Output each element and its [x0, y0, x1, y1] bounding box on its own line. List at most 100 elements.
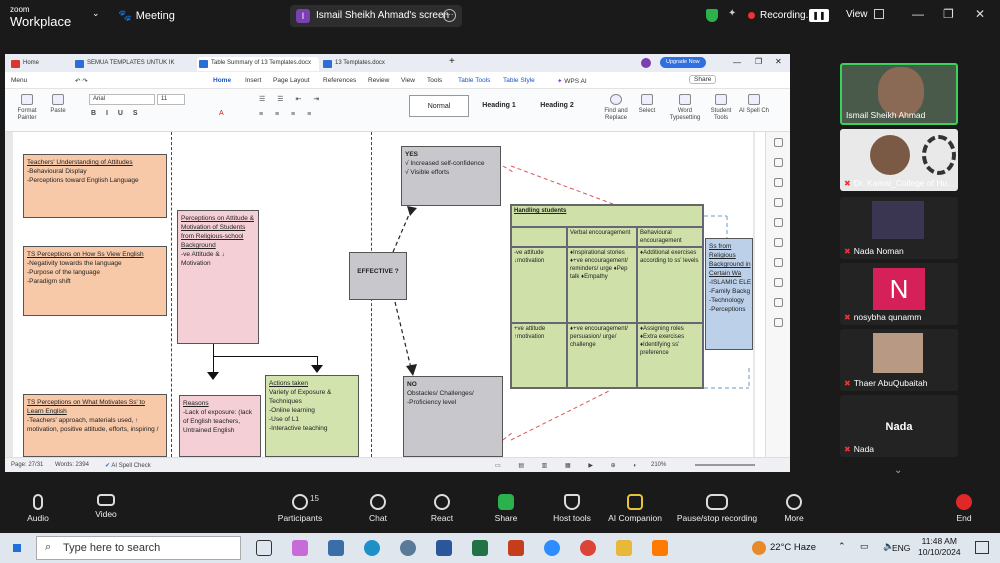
- language-indicator[interactable]: ENG: [892, 543, 911, 553]
- wps-app-icon[interactable]: [652, 540, 668, 556]
- end-meeting-button[interactable]: End: [946, 494, 982, 523]
- taskbar-search-input[interactable]: ⌕ Type here to search: [36, 536, 241, 560]
- menu-review[interactable]: Review: [368, 77, 390, 84]
- style-normal[interactable]: Normal: [409, 95, 469, 117]
- screen-share-indicator[interactable]: I Ismail Sheikh Ahmad's screen ···: [290, 5, 462, 27]
- edge-icon[interactable]: [364, 540, 380, 556]
- new-tab-icon[interactable]: +: [449, 56, 455, 67]
- zoom-level[interactable]: 210%: [651, 462, 667, 468]
- view-mode-icons[interactable]: ▭ ▤ ▥ ▦ ▶ ⊕ ◐: [495, 463, 645, 469]
- pause-recording-button[interactable]: Pause/stop recording: [672, 494, 762, 523]
- cursor-icon[interactable]: [774, 178, 783, 187]
- code-icon[interactable]: [774, 238, 783, 247]
- word-icon[interactable]: [436, 540, 452, 556]
- spell-check-status[interactable]: ✔ AI Spell Check: [105, 462, 151, 469]
- minimize-icon[interactable]: —: [912, 7, 924, 21]
- chrome-icon[interactable]: [580, 540, 596, 556]
- align-icons[interactable]: ≡ ≡ ≡ ≡: [259, 111, 317, 118]
- share-button[interactable]: Share: [689, 75, 717, 84]
- participant-tile[interactable]: ✖Thaer AbuQubaitah: [840, 329, 958, 391]
- powerpoint-icon[interactable]: [508, 540, 524, 556]
- document-area[interactable]: Teachers' Understanding of Attitudes -Be…: [5, 132, 755, 457]
- format-painter-button[interactable]: Format Painter: [11, 94, 43, 122]
- close-icon[interactable]: ✕: [975, 7, 986, 21]
- participant-tile[interactable]: Ismail Sheikh Ahmad: [840, 63, 958, 125]
- network-app-icon[interactable]: [400, 540, 416, 556]
- taskbar-clock[interactable]: 11:48 AM 10/10/2024: [918, 536, 961, 558]
- paste-button[interactable]: Paste: [45, 94, 71, 115]
- menu-page-layout[interactable]: Page Layout: [273, 77, 310, 84]
- participant-tile[interactable]: ✖Nada Noman: [840, 197, 958, 259]
- word-typesetting-button[interactable]: Word Typesetting: [667, 94, 703, 122]
- upgrade-button[interactable]: Upgrade Now: [660, 57, 706, 68]
- share-icon[interactable]: [774, 258, 783, 267]
- react-button[interactable]: React: [422, 494, 462, 523]
- menu-table-style[interactable]: Table Style: [503, 77, 535, 84]
- menu-insert[interactable]: Insert: [245, 77, 262, 84]
- document-page[interactable]: Teachers' Understanding of Attitudes -Be…: [13, 132, 753, 457]
- tab-semua-templates[interactable]: SEMUA TEMPLATES UNTUK IK: [73, 57, 195, 71]
- tab-home[interactable]: Home: [9, 57, 71, 71]
- close-icon[interactable]: ✕: [775, 57, 782, 66]
- shared-screen-window[interactable]: Home SEMUA TEMPLATES UNTUK IK Table Summ…: [5, 54, 790, 472]
- menu-references[interactable]: References: [323, 77, 357, 84]
- security-shield-icon[interactable]: [706, 9, 718, 22]
- chevron-down-icon[interactable]: ⌄: [894, 465, 903, 476]
- select-button[interactable]: Select: [635, 94, 659, 115]
- account-avatar[interactable]: [641, 58, 651, 68]
- more-button[interactable]: More: [776, 494, 812, 523]
- copilot-icon[interactable]: [292, 540, 308, 556]
- system-tray-icons[interactable]: ⌃ ▭ 🔈: [838, 541, 901, 551]
- student-tools-button[interactable]: Student Tools: [707, 94, 735, 122]
- share-screen-button[interactable]: Share: [488, 494, 524, 523]
- menu-undo-icons[interactable]: ↶ ↷: [75, 78, 88, 85]
- list-icons[interactable]: ☰ ☰ ⇤ ⇥: [259, 96, 325, 103]
- video-button[interactable]: Video: [88, 494, 124, 519]
- style-heading-1[interactable]: Heading 1: [482, 102, 516, 109]
- view-button[interactable]: View: [846, 9, 868, 20]
- excel-icon[interactable]: [472, 540, 488, 556]
- host-tools-button[interactable]: Host tools: [548, 494, 596, 523]
- participant-tile[interactable]: N ✖nosybha qunamm: [840, 263, 958, 325]
- font-family-select[interactable]: Arial: [89, 94, 155, 105]
- ai-spell-check-button[interactable]: AI Spell Ch: [737, 94, 771, 115]
- chat-button[interactable]: Chat: [360, 494, 396, 523]
- menu-button[interactable]: Menu: [11, 77, 28, 84]
- menu-tools[interactable]: Tools: [427, 77, 443, 84]
- participant-tile[interactable]: Nada ✖Nada: [840, 395, 958, 457]
- menu-view[interactable]: View: [401, 77, 415, 84]
- sparkle-icon[interactable]: ✦: [728, 8, 737, 19]
- minimize-icon[interactable]: —: [733, 58, 741, 67]
- restore-icon[interactable]: ❐: [943, 7, 954, 21]
- weather-icon[interactable]: [752, 541, 766, 555]
- zoom-app-icon[interactable]: [544, 540, 560, 556]
- tab-13-templates[interactable]: 13 Templates.docx: [321, 57, 439, 71]
- chevron-down-icon[interactable]: ⌄: [92, 8, 100, 18]
- layers-icon[interactable]: [774, 298, 783, 307]
- tab-table-summary[interactable]: Table Summary of 13 Templates.docx: [197, 57, 319, 71]
- history-icon[interactable]: [774, 278, 783, 287]
- font-color-icon[interactable]: A: [219, 110, 224, 117]
- copy-icon[interactable]: [774, 198, 783, 207]
- lock-icon[interactable]: [774, 218, 783, 227]
- pause-recording-icon[interactable]: ❚❚: [809, 9, 829, 22]
- edit-icon[interactable]: [774, 158, 783, 167]
- settings-icon[interactable]: [774, 138, 783, 147]
- audio-button[interactable]: Audio: [20, 494, 56, 523]
- more-options-icon[interactable]: ···: [443, 9, 456, 22]
- zoom-slider[interactable]: [695, 464, 755, 466]
- grid-view-icon[interactable]: [874, 9, 884, 19]
- text-format-icons[interactable]: B I U S: [91, 110, 142, 117]
- participants-button[interactable]: Participants: [270, 494, 330, 523]
- notifications-icon[interactable]: [975, 541, 989, 554]
- windows-start-icon[interactable]: [10, 541, 24, 555]
- folder-icon[interactable]: [616, 540, 632, 556]
- mail-icon[interactable]: [328, 540, 344, 556]
- menu-table-tools[interactable]: Table Tools: [458, 77, 491, 84]
- task-view-icon[interactable]: [256, 540, 272, 556]
- weather-text[interactable]: 22°C Haze: [770, 542, 817, 553]
- participant-tile[interactable]: ✖Dr. Kamal_College of Hu...: [840, 129, 958, 191]
- find-replace-button[interactable]: Find and Replace: [601, 94, 631, 122]
- restore-icon[interactable]: ❐: [755, 57, 763, 66]
- style-heading-2[interactable]: Heading 2: [540, 102, 574, 109]
